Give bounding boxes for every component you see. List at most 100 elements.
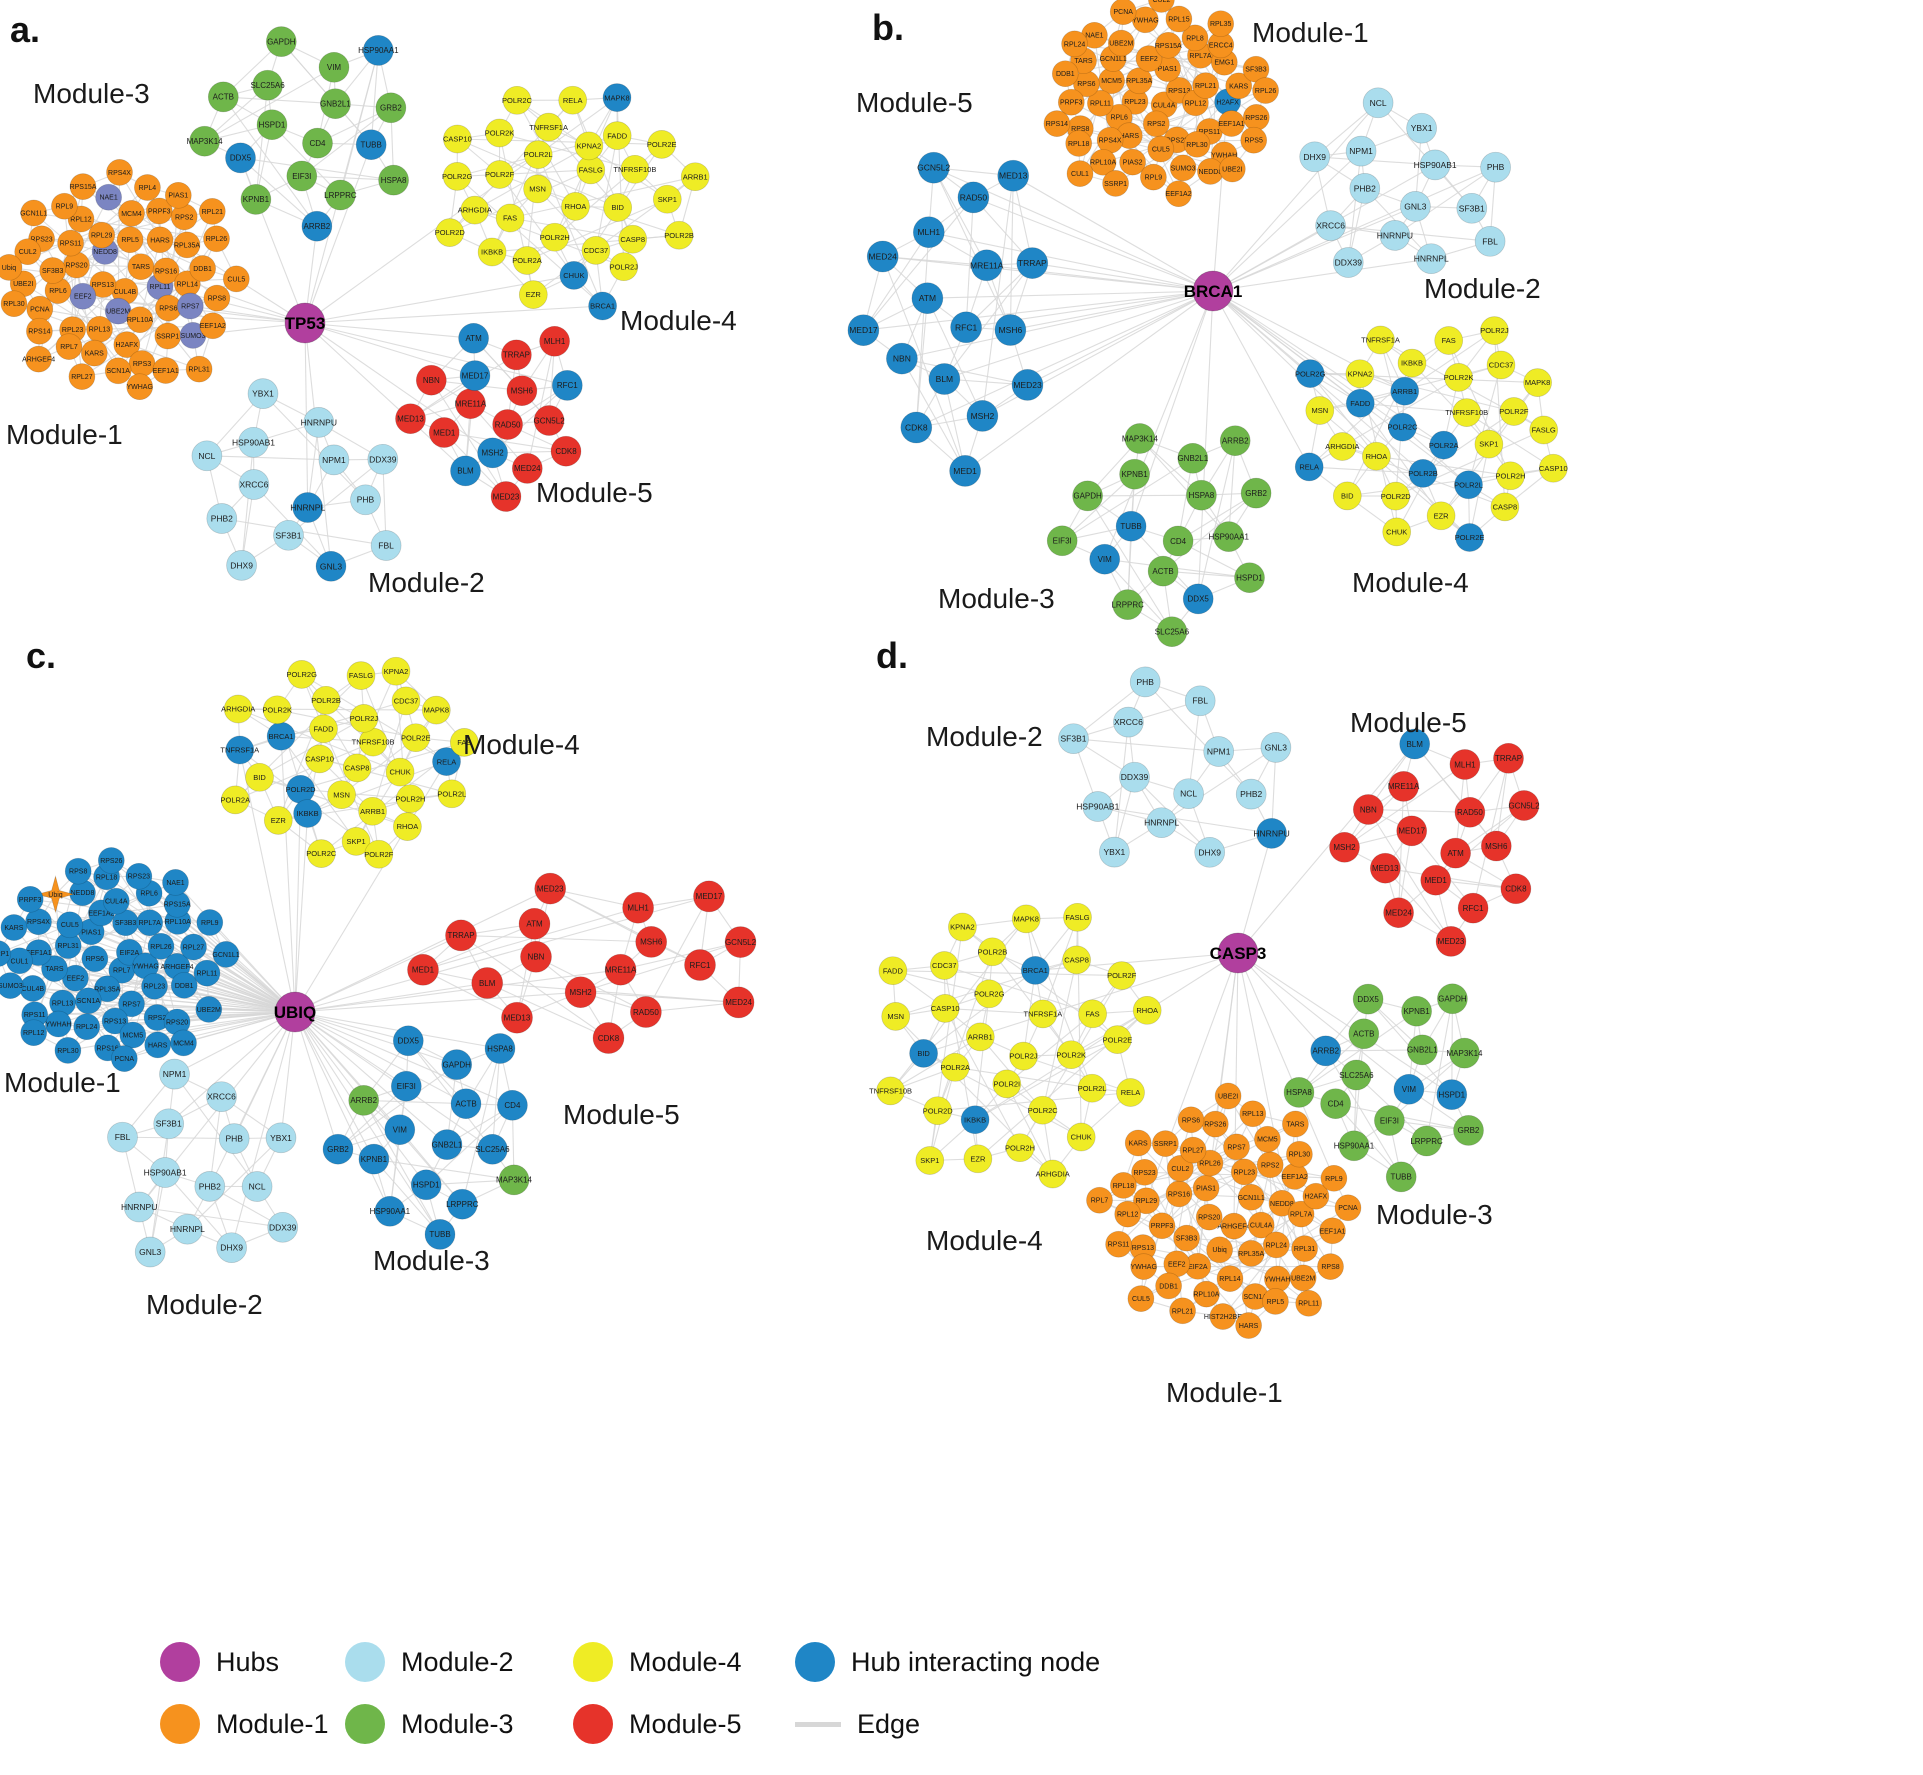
node-label: CUL4B bbox=[114, 289, 137, 296]
node-label: POLR2J bbox=[1009, 1052, 1038, 1061]
node-label: MED1 bbox=[433, 428, 456, 437]
node-label: BID bbox=[611, 203, 624, 212]
module-label: Module-1 bbox=[1166, 1377, 1283, 1408]
node-label: TRRAP bbox=[503, 351, 530, 360]
network-node bbox=[305, 744, 334, 774]
node-label: MSH6 bbox=[999, 325, 1023, 335]
network-node bbox=[1058, 723, 1089, 755]
module-edge bbox=[1228, 440, 1236, 537]
node-label: CASP8 bbox=[1493, 503, 1518, 512]
node-label: MED23 bbox=[1438, 937, 1465, 946]
node-label: RELA bbox=[437, 757, 457, 766]
module-edge bbox=[255, 85, 269, 200]
node-label: TUBB bbox=[1120, 522, 1141, 531]
network-node bbox=[212, 941, 240, 968]
node-label: EEF1A1 bbox=[1319, 1228, 1345, 1235]
network-node bbox=[1130, 1253, 1158, 1280]
node-label: POLR2L bbox=[524, 150, 553, 159]
node-label: RPL27 bbox=[183, 945, 205, 952]
node-label: YWHAH bbox=[45, 1021, 71, 1028]
node-label: FASLG bbox=[1065, 913, 1089, 922]
module-label: Module-1 bbox=[6, 419, 123, 450]
node-label: SSRP1 bbox=[0, 951, 9, 958]
network-node bbox=[396, 784, 425, 814]
network-node bbox=[149, 1157, 181, 1188]
module-label: Module-1 bbox=[1252, 17, 1369, 48]
network-node bbox=[1320, 1164, 1348, 1192]
network-node bbox=[1009, 1041, 1038, 1071]
network-node bbox=[680, 162, 710, 192]
network-node bbox=[1420, 864, 1452, 896]
node-label: BLM bbox=[1406, 740, 1423, 749]
network-node bbox=[1011, 904, 1041, 934]
node-label: RPS20 bbox=[166, 1019, 188, 1026]
network-node bbox=[81, 945, 109, 973]
node-label: RPL11 bbox=[150, 284, 171, 291]
network-node bbox=[1319, 1217, 1346, 1245]
node-label: BRCA1 bbox=[590, 302, 615, 311]
node-label: RPL35 bbox=[1210, 21, 1232, 28]
hub-edge bbox=[1212, 225, 1331, 292]
network-node bbox=[226, 550, 257, 581]
node-label: MAP3K14 bbox=[187, 137, 224, 146]
node-label: RPL30 bbox=[57, 1048, 79, 1055]
network-node bbox=[325, 179, 356, 211]
network-node bbox=[1066, 160, 1094, 187]
network-node bbox=[450, 455, 481, 487]
node-label: POLR2L bbox=[437, 790, 466, 799]
module-edge bbox=[974, 1039, 1118, 1121]
node-label: BLM bbox=[457, 467, 474, 476]
network-node bbox=[415, 364, 447, 396]
node-label: RPS15A bbox=[164, 902, 191, 909]
node-label: ACTB bbox=[1152, 567, 1173, 576]
network-node bbox=[1219, 425, 1251, 457]
node-label: YWHAG bbox=[132, 963, 158, 970]
network-node bbox=[95, 183, 122, 211]
node-label: MSH2 bbox=[1333, 843, 1356, 852]
node-label: HNRNPL bbox=[290, 503, 325, 513]
node-label: BLM bbox=[936, 374, 953, 384]
module-edge bbox=[461, 1048, 501, 1205]
module-edge bbox=[222, 96, 318, 227]
network-node bbox=[206, 1081, 237, 1113]
hub-edge bbox=[304, 305, 603, 324]
legend-item-module-5: Module-5 bbox=[573, 1704, 795, 1744]
node-label: ARRB2 bbox=[350, 1096, 377, 1105]
network-node bbox=[1523, 368, 1552, 397]
network-node bbox=[322, 1133, 354, 1165]
network-node bbox=[1142, 110, 1170, 138]
node-label: PHB2 bbox=[1240, 789, 1262, 799]
network-node bbox=[1225, 72, 1253, 100]
hub-edge bbox=[1010, 290, 1214, 331]
network-node bbox=[664, 220, 694, 250]
network-node bbox=[1449, 749, 1481, 780]
network-node bbox=[206, 503, 238, 534]
node-label: BID bbox=[917, 1049, 930, 1058]
network-node bbox=[435, 218, 465, 247]
module-edge bbox=[1314, 156, 1436, 166]
node-label: CUL4B bbox=[22, 986, 45, 993]
node-label: UBE2I bbox=[13, 281, 33, 288]
network-node bbox=[1397, 348, 1427, 378]
node-label: RPS23 bbox=[1134, 1170, 1156, 1177]
node-label: VIM bbox=[327, 63, 342, 72]
network-node bbox=[315, 550, 347, 582]
network-node bbox=[1089, 148, 1117, 176]
node-label: PIAS1 bbox=[81, 929, 101, 936]
node-label: GCN5L2 bbox=[534, 416, 566, 425]
network-node bbox=[262, 695, 292, 725]
network-node bbox=[1240, 477, 1272, 509]
network-node bbox=[1388, 412, 1417, 442]
module-edge bbox=[1467, 364, 1502, 485]
module-edge bbox=[892, 970, 1122, 977]
node-label: ARRB2 bbox=[1312, 1047, 1339, 1056]
module-edge bbox=[1162, 492, 1257, 572]
module-edge bbox=[422, 969, 518, 1019]
hub-edge bbox=[304, 322, 332, 567]
module-edge bbox=[54, 922, 126, 970]
network-node bbox=[450, 1088, 482, 1120]
network-node bbox=[559, 261, 589, 290]
module-edge bbox=[241, 442, 255, 566]
hub-edge bbox=[1237, 743, 1416, 954]
node-label: POLR2D bbox=[1381, 492, 1412, 501]
